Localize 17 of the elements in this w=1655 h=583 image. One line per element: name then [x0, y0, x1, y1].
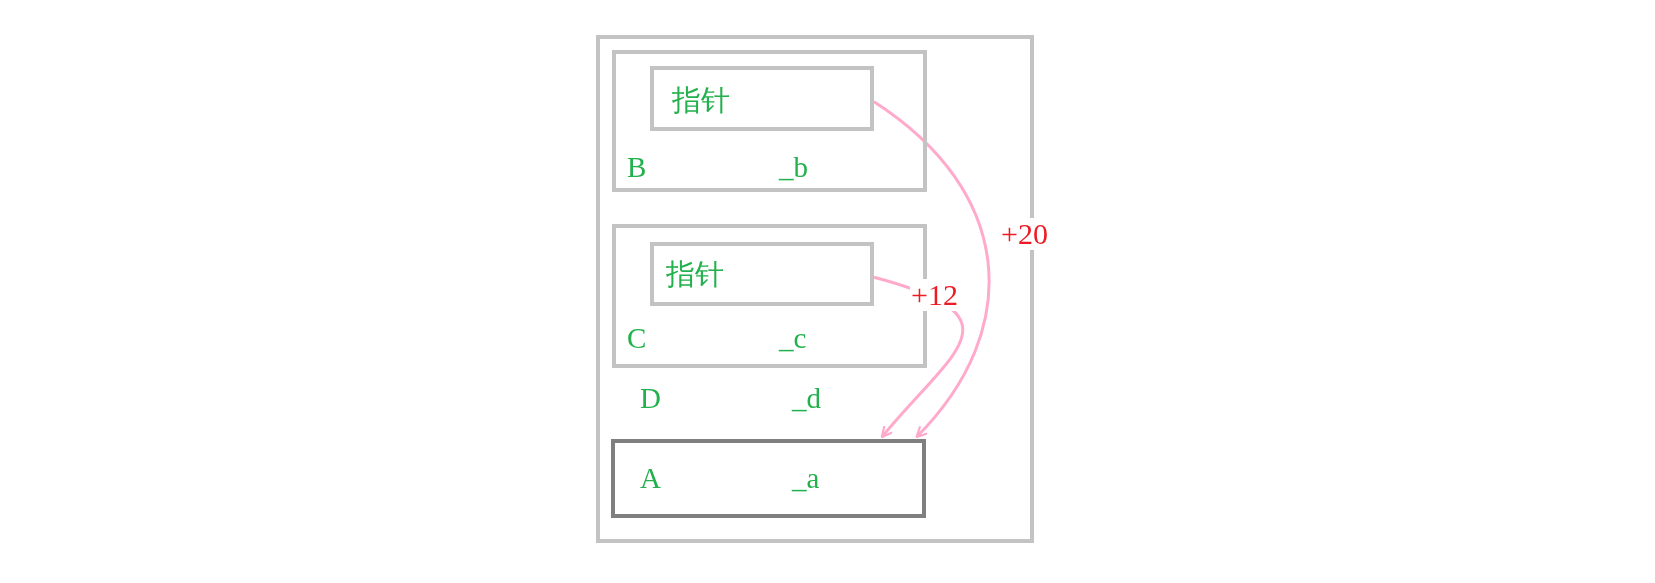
- variable-box: [611, 439, 926, 518]
- variable-label: _d: [792, 382, 821, 414]
- edge-label: +12: [910, 279, 959, 311]
- variable-label: 指针: [672, 84, 730, 116]
- variable-label: 指针: [666, 258, 724, 290]
- variable-label: A: [640, 462, 661, 494]
- variable-label: _b: [779, 151, 808, 183]
- variable-box: [650, 66, 874, 131]
- variable-label: _a: [792, 462, 820, 494]
- arrow: [873, 100, 991, 439]
- variable-label: C: [627, 322, 647, 354]
- variable-label: B: [627, 151, 647, 183]
- variable-box: [650, 242, 874, 306]
- variable-label: D: [640, 382, 661, 414]
- edge-label: +20: [1000, 218, 1049, 250]
- variable-box: [612, 50, 927, 192]
- variable-label: _c: [779, 322, 807, 354]
